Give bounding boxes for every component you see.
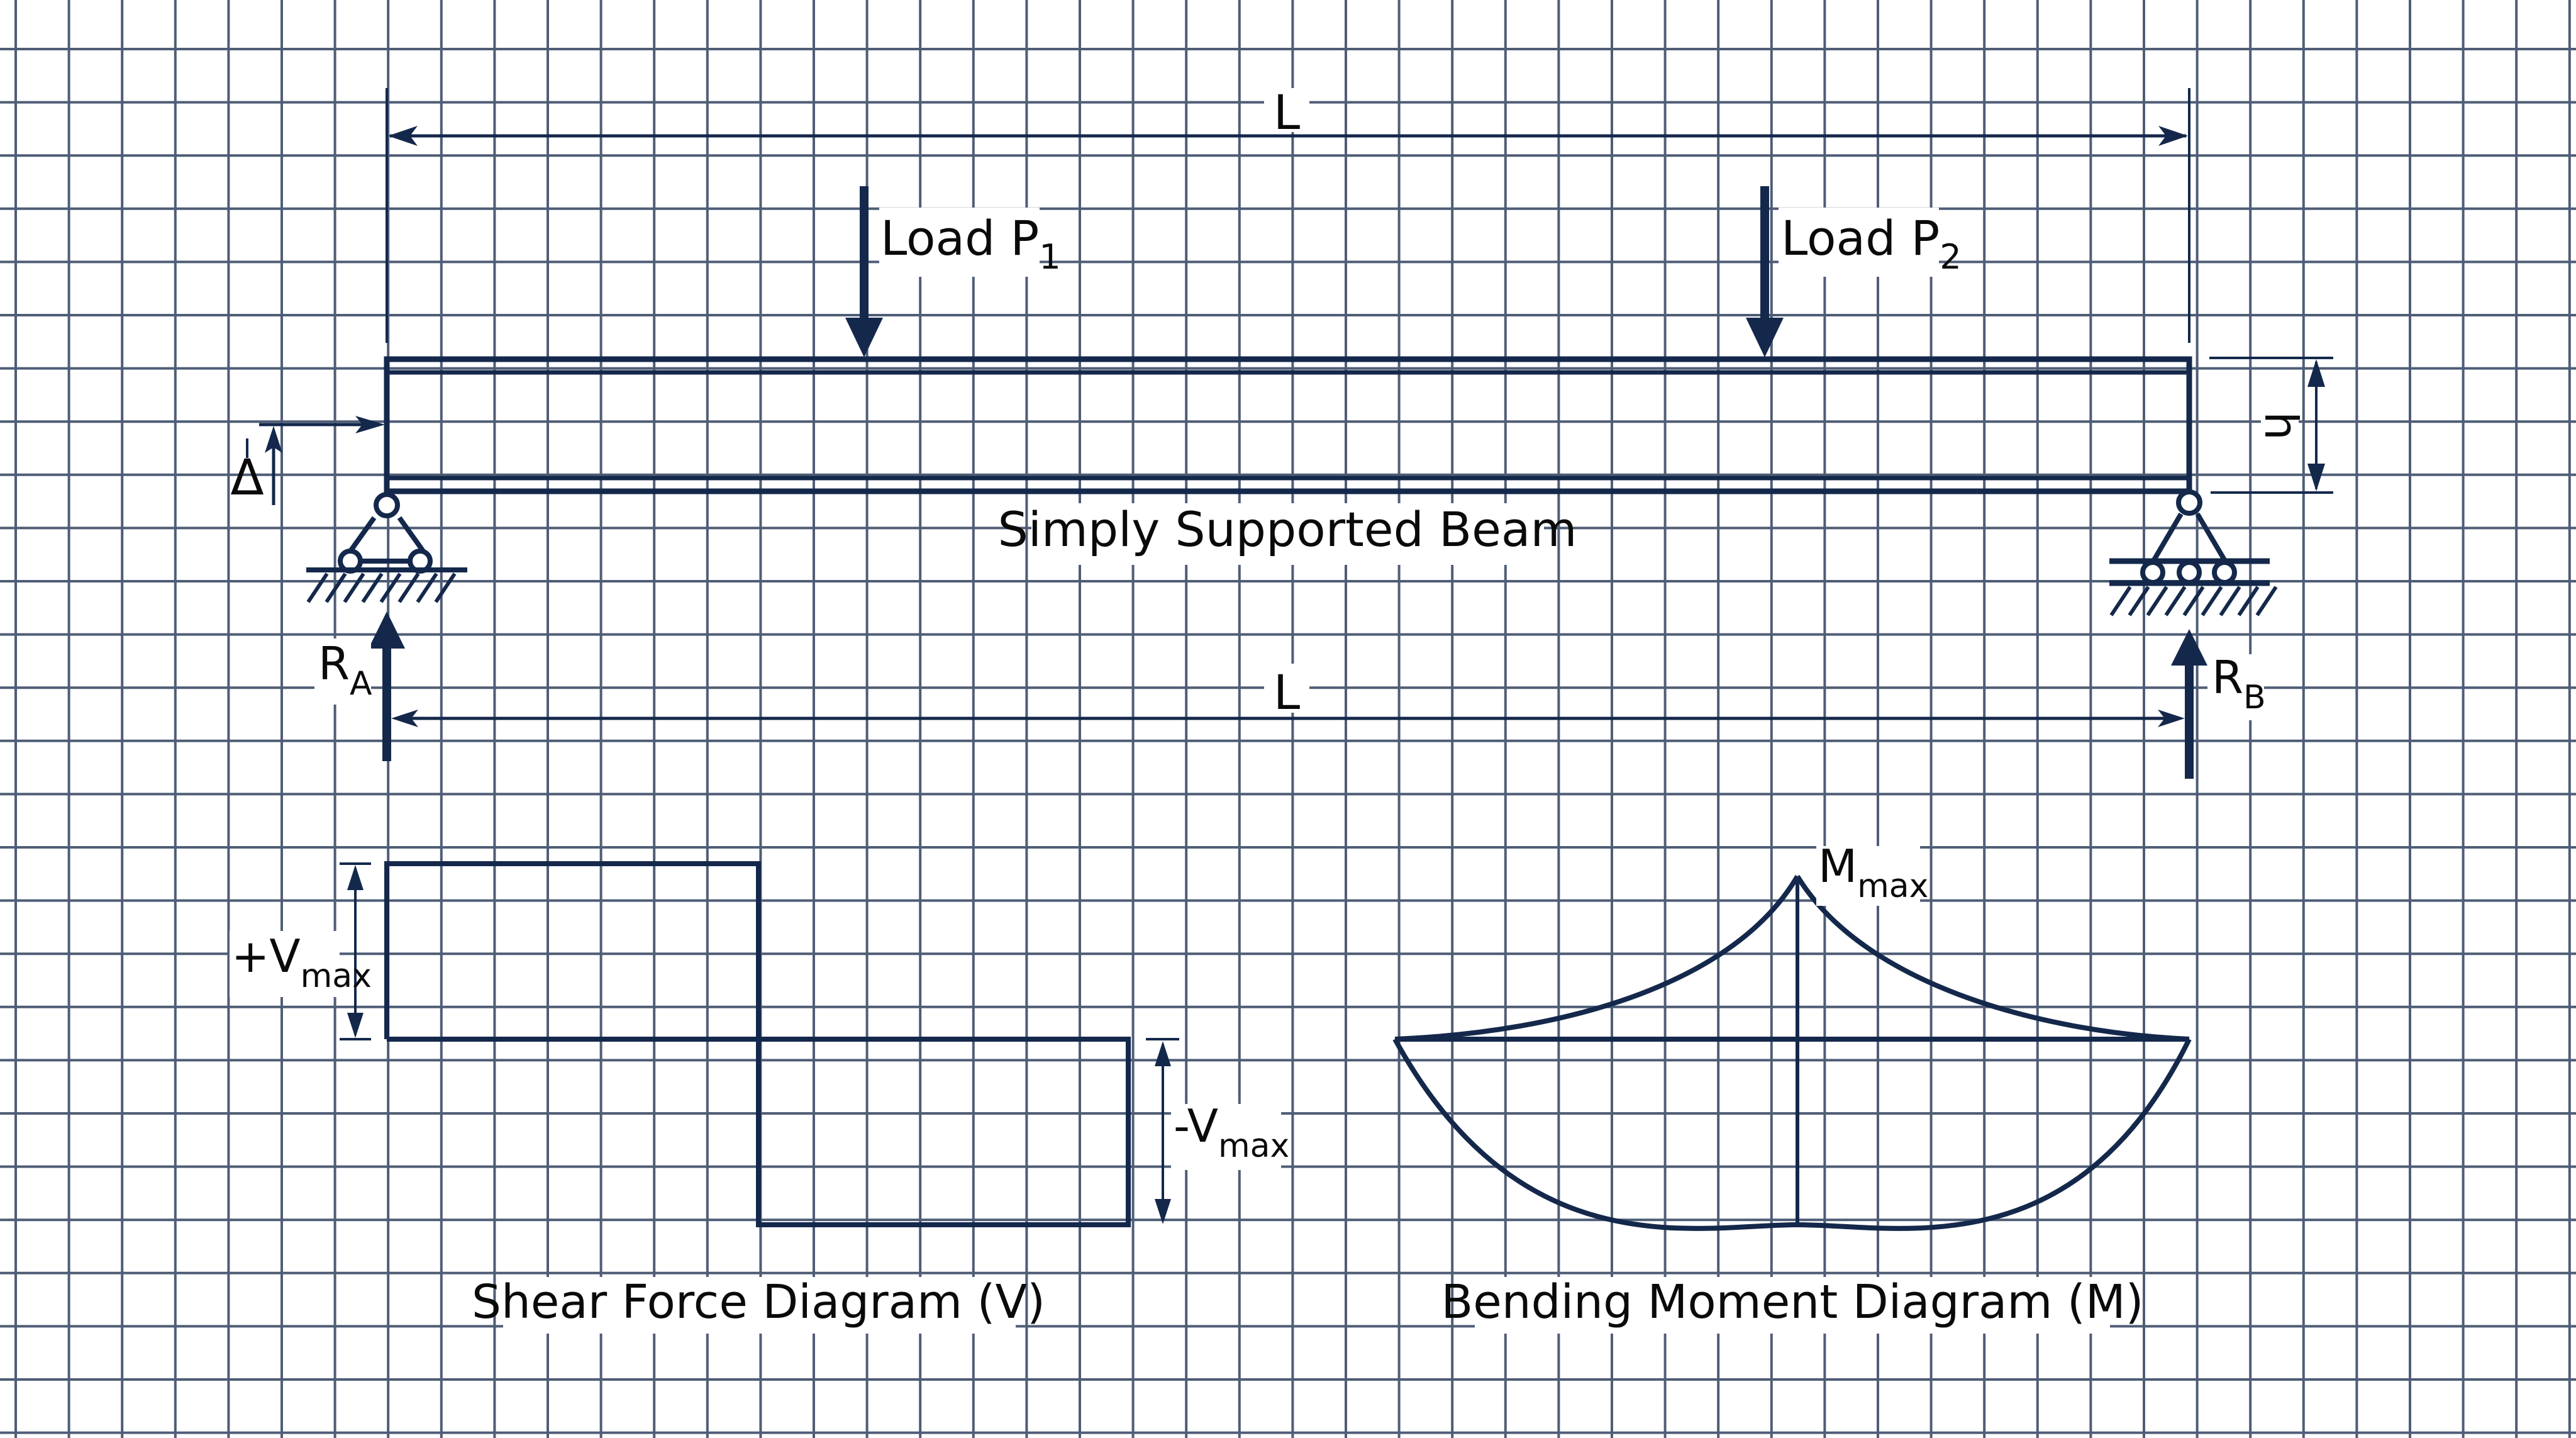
moment-lower-curve <box>1392 1038 2192 1231</box>
hatch-stroke <box>379 572 402 603</box>
hatch-stroke <box>306 572 329 603</box>
hatch-stroke <box>416 572 438 603</box>
negative-vmax-label: -Vmax <box>1174 1100 1289 1165</box>
label-background <box>1264 664 1309 713</box>
reaction-a: RA <box>314 611 405 761</box>
bending-moment-diagram: Mmax Bending Moment Diagram (M) <box>1392 840 2192 1334</box>
reaction-b: RB <box>2171 629 2266 779</box>
reaction-b-label: RB <box>2212 651 2266 716</box>
beam-outline <box>384 356 2192 494</box>
hatch-stroke <box>2164 586 2187 616</box>
arrowhead-up-icon <box>347 865 364 890</box>
beam-body <box>384 356 2192 494</box>
moment-upper-curve-right <box>1795 874 2190 1042</box>
hatch-stroke <box>2182 586 2205 616</box>
span-label-bottom: L <box>1274 664 1300 720</box>
load-p2: Load P2 <box>1746 186 1962 357</box>
arrowhead-left-icon <box>391 710 418 727</box>
arrowhead-down-icon <box>1155 1199 1171 1224</box>
arrowhead-left-icon <box>388 126 418 146</box>
hatch-stroke <box>2146 586 2168 616</box>
moment-upper-curve-left <box>1394 874 1800 1042</box>
arrowhead-right-icon <box>2158 126 2188 146</box>
arrowhead-down-icon <box>2307 464 2325 491</box>
label-background <box>1031 503 1544 565</box>
label-background <box>503 1277 1016 1334</box>
hatch-stroke <box>2237 586 2260 616</box>
beam-title: Simply Supported Beam <box>998 501 1577 557</box>
ground-hatching-icon <box>2109 586 2278 616</box>
deflection-indicator: Δ <box>230 416 385 506</box>
label-background <box>1171 1104 1281 1170</box>
shear-diagram-outline <box>384 861 1131 1227</box>
positive-vmax-dimension: +Vmax <box>230 862 372 1040</box>
shear-force-diagram: +Vmax -Vmax Shear Force Diagram (V) <box>230 861 1289 1334</box>
label-background <box>2261 406 2299 447</box>
hatch-stroke <box>2255 586 2278 616</box>
height-dimension: h <box>2209 357 2333 494</box>
hatch-stroke <box>361 572 384 603</box>
negative-vmax-dimension: -Vmax <box>1146 1038 1289 1224</box>
label-background <box>1475 1277 2110 1334</box>
hatch-stroke <box>343 572 365 603</box>
top-span-dimension: L <box>386 84 2190 343</box>
arrow-down-icon <box>1746 318 1784 357</box>
support-leg-right <box>2195 512 2227 562</box>
arrow-up-icon <box>2171 629 2207 666</box>
arrow-down-icon <box>845 318 883 357</box>
hatch-stroke <box>2109 586 2132 616</box>
support-leg-left <box>2151 512 2184 562</box>
hatch-stroke <box>2128 586 2150 616</box>
arrowhead-down-icon <box>347 1013 364 1038</box>
beam-section: L Load P1 Load P2 <box>230 84 2333 779</box>
label-background <box>230 931 340 997</box>
label-background <box>2207 654 2264 720</box>
span-label-top: L <box>1274 84 1300 140</box>
deflection-delta-symbol: Δ <box>230 450 264 506</box>
label-background <box>879 208 1040 277</box>
pin-support-a <box>306 492 467 603</box>
roller-wheel-icon <box>2140 560 2165 585</box>
pin-hinge-icon <box>2176 489 2202 516</box>
arrow-up-icon <box>265 426 282 453</box>
arrowhead-right-icon <box>2158 710 2185 727</box>
load-p1: Load P1 <box>845 186 1061 357</box>
pin-hinge-icon <box>374 492 400 518</box>
height-label: h <box>2255 411 2307 440</box>
ground-hatching-icon <box>306 572 457 603</box>
arrowhead-up-icon <box>2307 359 2325 387</box>
mmax-label: Mmax <box>1818 840 1928 905</box>
arrowhead-up-icon <box>1155 1041 1171 1066</box>
arrow-right-icon <box>355 416 385 433</box>
reaction-a-label: RA <box>318 637 372 703</box>
load-p1-label: Load P1 <box>880 210 1061 277</box>
label-background <box>314 638 371 705</box>
arrow-up-icon <box>369 611 405 649</box>
hatch-stroke <box>325 572 347 603</box>
hatch-stroke <box>2219 586 2241 616</box>
label-background <box>1816 846 1920 906</box>
hatch-stroke <box>2201 586 2223 616</box>
label-background <box>1264 88 1309 132</box>
moment-diagram-title: Bending Moment Diagram (M) <box>1441 1275 2143 1329</box>
load-p2-label: Load P2 <box>1781 210 1962 277</box>
roller-wheel-icon <box>2177 560 2202 585</box>
positive-vmax-label: +Vmax <box>231 930 372 995</box>
roller-wheel-icon <box>2212 560 2237 585</box>
shear-diagram-title: Shear Force Diagram (V) <box>472 1275 1045 1329</box>
bottom-span-dimension: L <box>391 664 2185 727</box>
label-background <box>1779 208 1939 277</box>
roller-support-b <box>2109 489 2278 616</box>
hatch-stroke <box>397 572 420 603</box>
hatch-stroke <box>434 572 457 603</box>
